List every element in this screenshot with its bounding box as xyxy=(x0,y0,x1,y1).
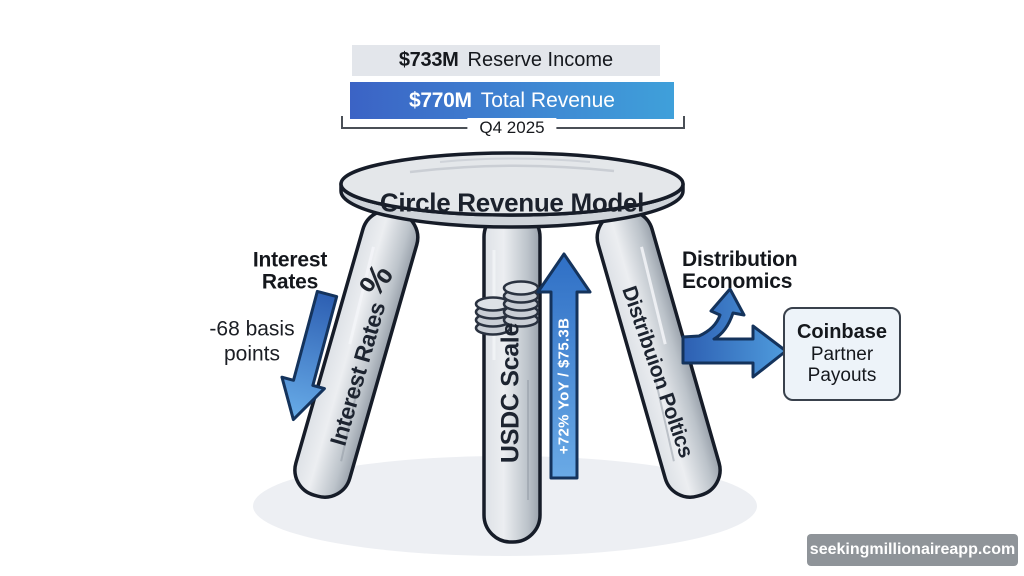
watermark-text: seekingmillionaireapp.com xyxy=(809,541,1016,558)
interest-rates-heading: Interest Rates xyxy=(252,248,328,295)
coinbase-payouts-box: Coinbase Partner Payouts xyxy=(783,307,901,401)
usdc-growth-arrow-label: +72% YoY / $75.3B xyxy=(555,317,573,455)
reserve-income-label: Reserve Income xyxy=(467,49,614,71)
down-arrow xyxy=(280,289,339,422)
payout-box-line1: Coinbase xyxy=(796,321,888,344)
up-arrow xyxy=(536,252,592,480)
reserve-income-value: $733M xyxy=(398,49,459,71)
payout-box-line3: Payouts xyxy=(807,365,877,387)
payout-box-line2: Partner xyxy=(810,343,874,365)
watermark-badge: seekingmillionaireapp.com xyxy=(807,534,1018,566)
total-revenue-value: $770M xyxy=(409,88,472,112)
interest-rates-heading-line1: Interest xyxy=(252,248,328,272)
distribution-heading-line1: Distribution xyxy=(682,248,798,271)
interest-rates-heading-line2: Rates xyxy=(261,271,319,294)
total-revenue-label: Total Revenue xyxy=(480,88,615,112)
middle-leg-label: USDC Scale xyxy=(496,322,525,464)
basis-points-value: -68 basis points xyxy=(209,317,294,366)
period-label: Q4 2025 xyxy=(467,118,557,138)
distribution-heading-line2: Economics xyxy=(682,270,793,294)
total-revenue-banner: $770M Total Revenue xyxy=(350,82,674,119)
basis-points-line2: points xyxy=(223,342,281,365)
reserve-income-banner: $733M Reserve Income xyxy=(352,45,660,76)
seat-title: Circle Revenue Model xyxy=(379,187,645,218)
basis-points-line1: -68 basis xyxy=(209,317,295,341)
coins-icon xyxy=(474,280,540,336)
distribution-economics-heading: Distribution Economics xyxy=(682,248,798,294)
branch-arrow xyxy=(681,287,788,379)
